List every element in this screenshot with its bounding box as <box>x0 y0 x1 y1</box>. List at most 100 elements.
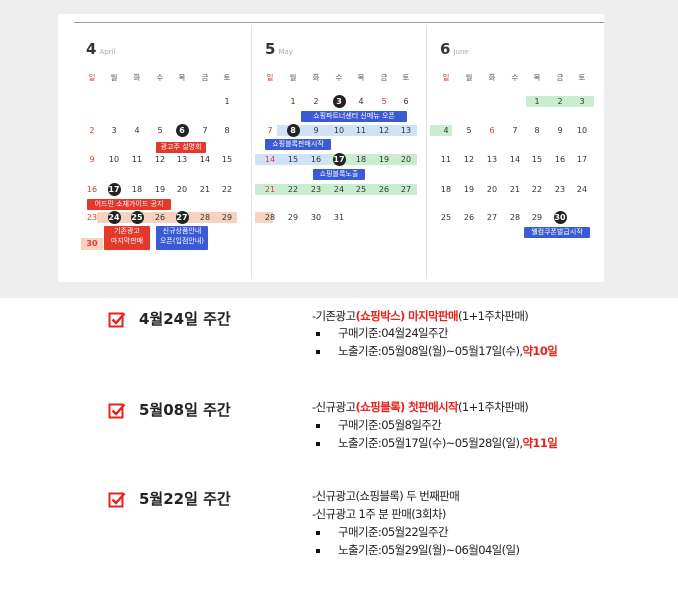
event-welcome-coupon-start: 웰컴쿠폰발급시작 <box>524 227 590 238</box>
month-divider <box>426 26 427 278</box>
calendar-top-rule <box>74 22 604 23</box>
weekday-label: 월 <box>110 73 118 82</box>
day-cell: 7 <box>267 126 273 135</box>
day-cell: 7 <box>512 126 518 135</box>
week-highlight <box>97 212 237 223</box>
weekday-label: 화 <box>133 73 141 82</box>
note-line: 노출기준:05월17일(수)~05월28일(일),약11일 <box>338 436 558 450</box>
day-cell: 23 <box>310 185 322 194</box>
weekday-label: 일 <box>266 73 274 82</box>
week-highlight <box>277 125 417 136</box>
day-cell: 19 <box>154 185 166 194</box>
day-cell: 23 <box>554 185 566 194</box>
day-cell: 15 <box>221 155 233 164</box>
day-cell: 1 <box>534 97 540 106</box>
day-cell: 25 <box>440 213 452 222</box>
day-cell: 26 <box>463 213 475 222</box>
day-cell-marked: 8 <box>282 124 304 137</box>
bullet-icon <box>316 332 320 336</box>
day-cell: 4 <box>443 126 449 135</box>
weekday-label: 일 <box>88 73 96 82</box>
note-line: -기존광고(쇼핑박스) 마지막판매(1+1주차판매) <box>312 309 529 323</box>
day-cell: 7 <box>202 126 208 135</box>
day-cell: 28 <box>199 213 211 222</box>
day-cell: 14 <box>509 155 521 164</box>
day-cell: 2 <box>89 126 95 135</box>
day-cell: 18 <box>440 185 452 194</box>
day-cell: 16 <box>310 155 322 164</box>
note-line: 노출기준:05월08일(월)~05월17일(수),약10일 <box>338 344 558 358</box>
week-highlight <box>255 184 417 195</box>
note-line: -신규광고(쇼핑블록) 두 번째판매 <box>312 489 460 503</box>
day-cell: 6 <box>489 126 495 135</box>
day-cell-marked: 27 <box>171 211 193 224</box>
day-cell: 9 <box>89 155 95 164</box>
day-cell: 8 <box>534 126 540 135</box>
day-cell: 26 <box>154 213 166 222</box>
event-new-product-open: 신규상품안내 오픈(입점안내) <box>156 226 208 250</box>
day-cell: 3 <box>579 97 585 106</box>
day-cell: 5 <box>381 97 387 106</box>
day-cell: 5 <box>157 126 163 135</box>
day-cell: 27 <box>486 213 498 222</box>
day-cell: 26 <box>378 185 390 194</box>
day-cell: 2 <box>313 97 319 106</box>
day-cell: 25 <box>355 185 367 194</box>
day-cell: 31 <box>333 213 345 222</box>
weekday-label: 수 <box>335 73 343 82</box>
checkbox-checked-icon <box>108 492 126 508</box>
day-cell: 28 <box>264 213 276 222</box>
day-cell: 27 <box>400 185 412 194</box>
day-cell: 17 <box>576 155 588 164</box>
weekday-label: 화 <box>312 73 320 82</box>
day-cell: 4 <box>134 126 140 135</box>
day-cell: 12 <box>378 126 390 135</box>
day-cell-marked: 6 <box>171 124 193 137</box>
note-line: -신규광고(쇼핑블록) 첫판매시작(1+1주차판매) <box>312 400 529 414</box>
event-shopping-block-exposure: 쇼핑블록노출 <box>313 169 365 180</box>
bullet-icon <box>316 531 320 535</box>
note-line: 노출기준:05월29일(월)~06월04일(일) <box>338 543 520 557</box>
note-line: 구매기준:04월24일주간 <box>338 326 449 340</box>
day-cell: 29 <box>221 213 233 222</box>
day-cell: 19 <box>378 155 390 164</box>
weekday-label: 일 <box>442 73 450 82</box>
event-partner-center-menu-open: 쇼핑파트너센터 신메뉴 오픈 <box>301 111 407 122</box>
day-cell: 22 <box>531 185 543 194</box>
day-cell: 12 <box>463 155 475 164</box>
weekday-label: 금 <box>556 73 564 82</box>
day-cell: 9 <box>313 126 319 135</box>
day-cell-marked: 17 <box>103 183 125 196</box>
bullet-icon <box>316 549 320 553</box>
event-last-sale-existing-ad: 기존광고 마지막판매 <box>104 226 150 250</box>
day-cell: 18 <box>131 185 143 194</box>
event-advertiser-briefing: 광고주 설명회 <box>156 142 206 153</box>
note-line: -신규광고 1주 분 판매(3회차) <box>312 507 446 521</box>
day-cell: 14 <box>264 155 276 164</box>
weekday-label: 수 <box>156 73 164 82</box>
day-cell: 28 <box>509 213 521 222</box>
day-cell: 14 <box>199 155 211 164</box>
weekday-label: 토 <box>578 73 586 82</box>
day-cell: 6 <box>403 97 409 106</box>
checkbox-checked-icon <box>108 403 126 419</box>
day-cell-marked: 25 <box>126 211 148 224</box>
week-highlight <box>526 96 594 107</box>
day-cell: 4 <box>358 97 364 106</box>
day-cell: 10 <box>108 155 120 164</box>
day-cell-marked: 30 <box>549 211 571 224</box>
week-title: 5월08일 주간 <box>139 401 231 419</box>
weekday-label: 월 <box>465 73 473 82</box>
bullet-icon <box>316 442 320 446</box>
weekday-label: 목 <box>357 73 365 82</box>
day-cell: 5 <box>466 126 472 135</box>
day-cell: 11 <box>355 126 367 135</box>
week-highlight <box>329 154 417 165</box>
day-cell: 1 <box>290 97 296 106</box>
bullet-icon <box>316 424 320 428</box>
day-cell: 30 <box>81 238 103 250</box>
day-cell: 19 <box>463 185 475 194</box>
